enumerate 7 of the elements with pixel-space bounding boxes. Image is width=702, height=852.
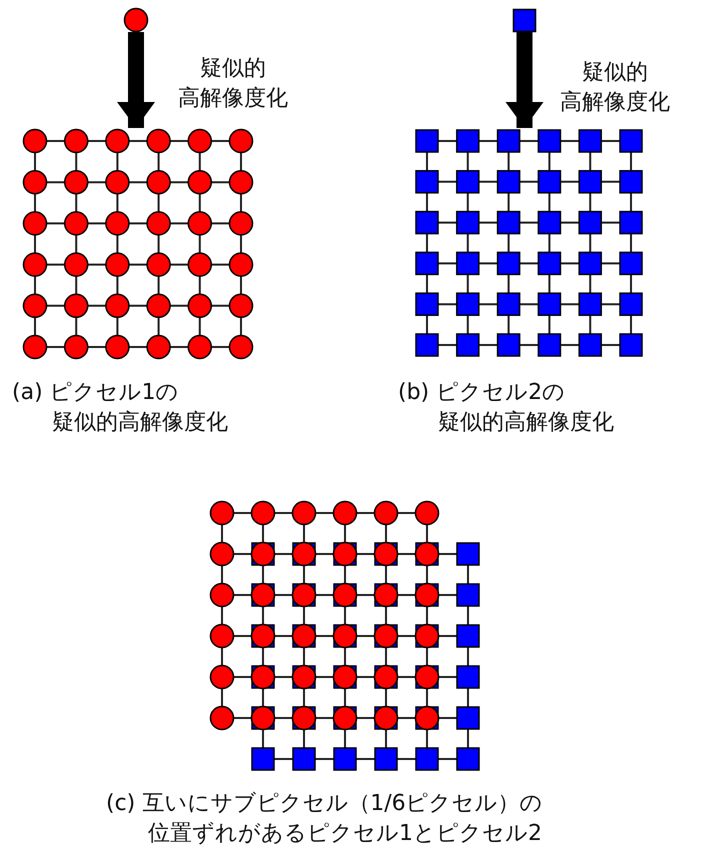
edge-label: 疑似的高解像度化	[560, 59, 670, 117]
down-arrow	[506, 32, 544, 128]
node-label: (c) 互いにサブピクセル（1/6ピクセル）の位置ずれがあるピクセル1とピクセル2	[106, 790, 543, 848]
node-label: (a) ピクセル1の疑似的高解像度化	[12, 379, 228, 437]
edge-label: 疑似的高解像度化	[178, 55, 288, 113]
node-label: (b) ピクセル2の疑似的高解像度化	[398, 379, 614, 437]
down-arrow	[117, 32, 155, 128]
